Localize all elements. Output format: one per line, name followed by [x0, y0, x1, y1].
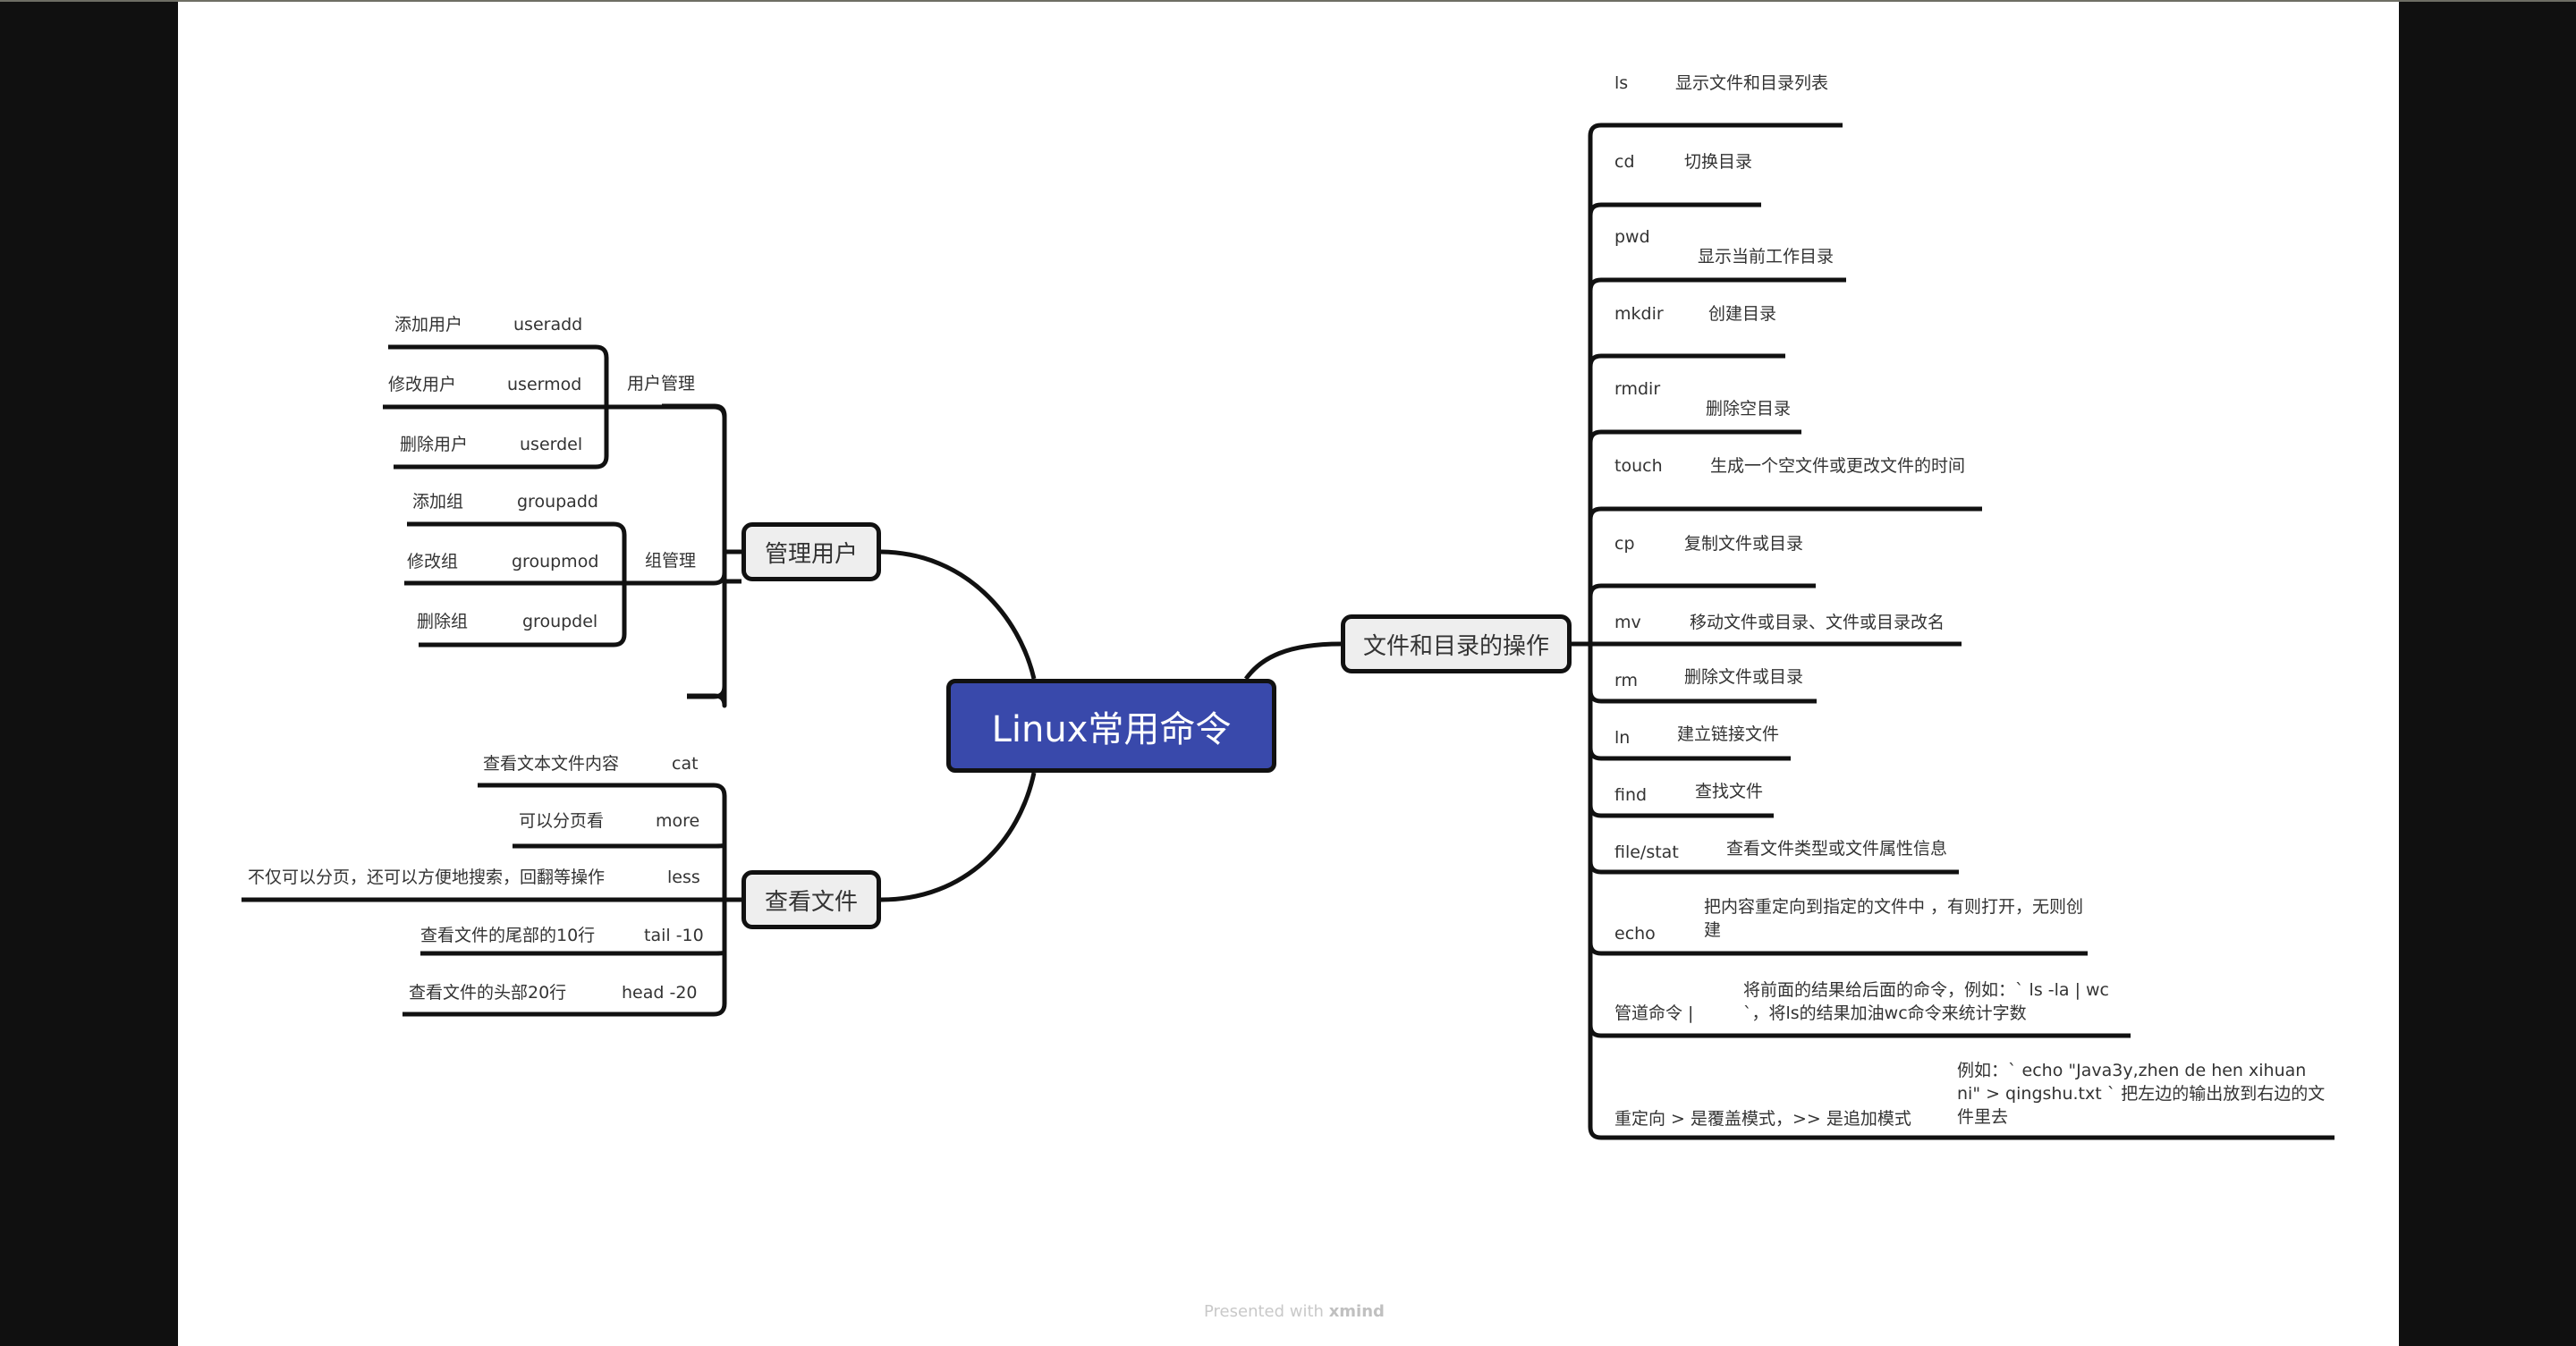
item-desc[interactable]: 查看文件的尾部的10行: [420, 926, 596, 945]
item-desc[interactable]: 修改用户: [388, 375, 457, 394]
item-cmd[interactable]: cp: [1614, 534, 1635, 554]
topic-file-dir-ops[interactable]: 文件和目录的操作: [1341, 614, 1572, 673]
item-cmd[interactable]: rmdir: [1614, 379, 1661, 399]
item-desc[interactable]: 切换目录: [1684, 152, 1753, 172]
item-cmd[interactable]: useradd: [513, 315, 583, 334]
footer-brand: xmind: [1328, 1302, 1385, 1321]
item-cmd[interactable]: ln: [1614, 728, 1631, 748]
item-cmd[interactable]: more: [656, 811, 700, 831]
item-cmd[interactable]: groupmod: [512, 552, 599, 571]
item-cmd[interactable]: 管道命令 |: [1614, 1003, 1694, 1023]
connector-file-dir-ops-trunk: [1572, 123, 1843, 1127]
item-cmd[interactable]: mv: [1614, 613, 1641, 632]
topic-user-management[interactable]: 管理用户: [741, 522, 881, 581]
topic-label: 文件和目录的操作: [1362, 632, 1549, 660]
item-desc[interactable]: 修改组: [407, 552, 459, 571]
item-cmd[interactable]: head -20: [622, 983, 698, 1003]
item-desc[interactable]: 建立链接文件: [1677, 724, 1780, 744]
item-desc[interactable]: 查看文件类型或文件属性信息: [1726, 839, 1948, 859]
item-cmd[interactable]: groupadd: [517, 492, 598, 512]
item-cmd[interactable]: cat: [672, 754, 699, 774]
item-desc[interactable]: 例如：` echo "Java3y,zhen de hen xihuan ni"…: [1957, 1061, 2326, 1127]
item-cmd[interactable]: ls: [1614, 73, 1629, 93]
topic-label: 管理用户: [764, 540, 858, 568]
item-desc[interactable]: 查找文件: [1695, 782, 1764, 801]
central-topic[interactable]: Linux常用命令: [946, 679, 1276, 773]
footer-prefix: Presented with: [1204, 1302, 1324, 1321]
item-cmd[interactable]: groupdel: [522, 612, 598, 631]
item-cmd[interactable]: find: [1614, 785, 1648, 805]
central-topic-label: Linux常用命令: [991, 708, 1232, 750]
mindmap-canvas[interactable]: [178, 2, 2399, 1346]
item-desc[interactable]: 生成一个空文件或更改文件的时间: [1710, 456, 1966, 476]
subtopic-user-mgmt[interactable]: 用户管理: [627, 374, 696, 394]
connector-center-to-user-management: [880, 549, 1037, 680]
item-cmd[interactable]: rm: [1614, 671, 1638, 690]
item-cmd[interactable]: pwd: [1614, 227, 1650, 247]
item-cmd[interactable]: touch: [1614, 456, 1663, 476]
connector-group-items-bracket: [404, 521, 627, 648]
item-desc[interactable]: 将前面的结果给后面的命令，例如：` ls -la | wc `，将ls的结果加油…: [1743, 980, 2110, 1023]
subtopic-group-mgmt[interactable]: 组管理: [645, 551, 697, 571]
item-desc[interactable]: 添加用户: [394, 315, 463, 334]
connector-center-to-view-files: [880, 772, 1037, 902]
item-cmd[interactable]: file/stat: [1614, 842, 1679, 862]
item-cmd[interactable]: mkdir: [1614, 304, 1664, 324]
connector-center-to-file-dir-ops: [1243, 641, 1342, 681]
connector-user-management-trunk: [662, 403, 741, 708]
item-cmd[interactable]: tail -10: [644, 926, 704, 945]
item-desc[interactable]: 查看文件的头部20行: [409, 983, 567, 1003]
item-desc[interactable]: 复制文件或目录: [1684, 534, 1804, 554]
item-desc[interactable]: 删除组: [417, 612, 469, 631]
presented-with-xmind: Presented with xmind: [1204, 1302, 1385, 1321]
connector-view-files-trunk: [242, 783, 741, 1017]
item-cmd[interactable]: usermod: [507, 375, 582, 394]
connector-user-mgmt-group: [402, 404, 727, 552]
connector-user-items-bracket: [383, 344, 609, 470]
item-desc[interactable]: 删除用户: [400, 435, 469, 454]
connector-file-dir-rows: [1588, 202, 2334, 1140]
item-cmd[interactable]: 重定向 > 是覆盖模式，>> 是追加模式: [1614, 1109, 1911, 1129]
item-cmd[interactable]: userdel: [520, 435, 583, 454]
item-cmd[interactable]: echo: [1614, 924, 1656, 944]
item-desc[interactable]: 可以分页看: [519, 811, 605, 831]
item-desc[interactable]: 移动文件或目录、文件或目录改名: [1690, 613, 1945, 632]
item-desc[interactable]: 添加组: [412, 492, 464, 512]
item-desc[interactable]: 删除空目录: [1706, 399, 1792, 419]
topic-label: 查看文件: [764, 888, 858, 916]
connector-user-trunk-bottom: [687, 549, 741, 699]
item-desc[interactable]: 显示当前工作目录: [1698, 247, 1835, 267]
item-desc[interactable]: 删除文件或目录: [1684, 667, 1804, 687]
item-desc[interactable]: 不仅可以分页，还可以方便地搜索，回翻等操作: [248, 868, 606, 887]
item-desc[interactable]: 查看文本文件内容: [483, 754, 620, 774]
item-desc[interactable]: 把内容重定向到指定的文件中 ，有则打开，无则创建: [1704, 897, 2084, 940]
topic-view-files[interactable]: 查看文件: [741, 870, 881, 929]
window-top-border: [0, 0, 2576, 2]
item-cmd[interactable]: cd: [1614, 152, 1635, 172]
item-desc[interactable]: 显示文件和目录列表: [1675, 73, 1829, 93]
item-desc[interactable]: 创建目录: [1708, 304, 1777, 324]
item-cmd[interactable]: less: [667, 868, 700, 887]
